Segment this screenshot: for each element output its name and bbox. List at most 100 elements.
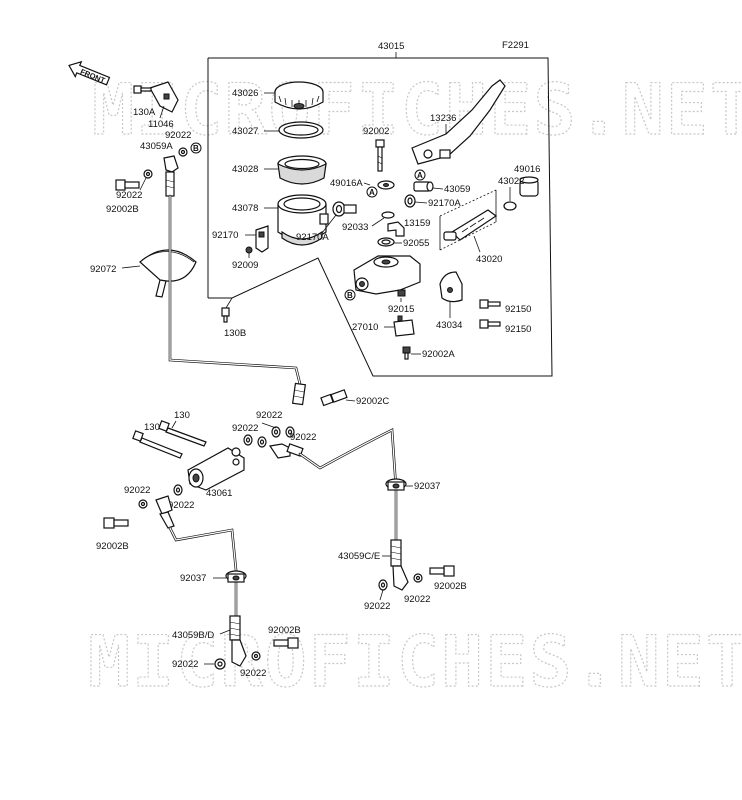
boot-49016 bbox=[519, 176, 539, 197]
hose-fitting-43059A bbox=[163, 155, 179, 197]
label-92022-h: 92022 bbox=[364, 601, 390, 612]
label-27010: 27010 bbox=[352, 322, 378, 333]
label-130-b: 130 bbox=[144, 422, 160, 433]
bolt-92002C bbox=[320, 389, 348, 407]
label-49016: 49016 bbox=[514, 164, 540, 175]
marker-b-body: B bbox=[344, 289, 356, 301]
reservoir bbox=[277, 194, 329, 246]
bolt-92150-lower bbox=[479, 319, 501, 329]
label-92022-k: 92022 bbox=[240, 668, 266, 679]
washer-92022-mid-2 bbox=[285, 426, 295, 438]
washer-92022-bottom-1 bbox=[214, 658, 226, 670]
bracket-screw bbox=[245, 246, 253, 258]
marker-b-top: B bbox=[190, 142, 202, 154]
label-92002B-c: 92002B bbox=[434, 581, 467, 592]
figure-code: F2291 bbox=[502, 40, 529, 51]
label-43027: 43027 bbox=[232, 126, 258, 137]
clamp-43034 bbox=[439, 271, 463, 303]
upper-brake-hose bbox=[168, 194, 302, 386]
junction-43061 bbox=[187, 447, 245, 491]
label-92022-b: 92022 bbox=[116, 190, 142, 201]
switch-27010 bbox=[393, 315, 415, 337]
label-92022-c: 92022 bbox=[256, 410, 282, 421]
bolt-130-upper bbox=[158, 420, 207, 447]
washer-92022-right-2 bbox=[413, 573, 423, 583]
label-92170A-2: 92170A bbox=[296, 232, 329, 243]
bolt-92002B-left bbox=[103, 517, 129, 529]
label-43059BD: 43059B/D bbox=[172, 630, 214, 641]
diaphragm-plate bbox=[278, 121, 324, 139]
bolt-92150-upper bbox=[479, 299, 501, 309]
hose-fitting-upper bbox=[291, 382, 307, 406]
svg-text:A: A bbox=[369, 188, 375, 197]
bolt-92002B-top bbox=[115, 179, 140, 191]
bolt-92002B-right bbox=[429, 565, 455, 577]
assembly-label: 43015 bbox=[378, 41, 404, 52]
label-92002A: 92002A bbox=[422, 349, 455, 360]
label-92150-2: 92150 bbox=[505, 324, 531, 335]
label-43022: 43022 bbox=[498, 176, 524, 187]
bracket-11046 bbox=[149, 81, 179, 113]
label-49016A: 49016A bbox=[330, 178, 363, 189]
diaphragm bbox=[277, 155, 327, 185]
label-92002: 92002 bbox=[363, 126, 389, 137]
label-43020: 43020 bbox=[476, 254, 502, 265]
label-43026: 43026 bbox=[232, 88, 258, 99]
hose-fitting-43059BD bbox=[229, 615, 247, 667]
bleeder-92015 bbox=[397, 289, 406, 297]
label-92037-a: 92037 bbox=[180, 573, 206, 584]
washer-92022-left-top bbox=[143, 169, 153, 179]
label-92002C: 92002C bbox=[356, 396, 389, 407]
label-13236: 13236 bbox=[430, 113, 456, 124]
hose-fitting-43059CE bbox=[390, 539, 409, 591]
label-92022-g: 92022 bbox=[168, 500, 194, 511]
bolt-92002 bbox=[375, 139, 385, 172]
label-43028: 43028 bbox=[232, 164, 258, 175]
right-brake-hose bbox=[298, 427, 398, 542]
reservoir-bracket bbox=[255, 225, 269, 253]
bolt-92002B-bottom bbox=[273, 637, 299, 649]
washer-92022-mid-4 bbox=[257, 436, 267, 448]
label-43078: 43078 bbox=[232, 203, 258, 214]
label-11046: 11046 bbox=[148, 119, 174, 130]
label-13159: 13159 bbox=[404, 218, 430, 229]
label-92022-f: 92022 bbox=[124, 485, 150, 496]
label-92170A-1: 92170A bbox=[428, 198, 461, 209]
washer-92022-top bbox=[178, 147, 188, 157]
clip-92033 bbox=[381, 211, 395, 219]
washer-92022-left-1 bbox=[138, 499, 148, 509]
reservoir-cap bbox=[274, 81, 324, 110]
label-92072: 92072 bbox=[90, 264, 116, 275]
watermark-top: MICROFICHES.NET bbox=[92, 69, 742, 151]
marker-a-left: A bbox=[366, 186, 378, 198]
marker-a-right: A bbox=[414, 169, 426, 181]
clutch-lever bbox=[411, 79, 506, 165]
clamp-92037-left bbox=[225, 570, 247, 583]
washer-92022-left-2 bbox=[173, 484, 183, 496]
label-92150-1: 92150 bbox=[505, 304, 531, 315]
label-43034: 43034 bbox=[436, 320, 462, 331]
label-92022-j: 92022 bbox=[172, 659, 198, 670]
label-92015: 92015 bbox=[388, 304, 414, 315]
oring-92055 bbox=[377, 237, 395, 247]
label-92022-e: 92022 bbox=[232, 423, 258, 434]
label-92002B-a: 92002B bbox=[106, 204, 139, 215]
dust-boot-49016A bbox=[377, 180, 395, 190]
label-92002B-b: 92002B bbox=[96, 541, 129, 552]
clamp-92037-right bbox=[385, 478, 407, 491]
piston-kit-43020 bbox=[439, 189, 498, 251]
label-130-a: 130 bbox=[174, 410, 190, 421]
label-92037-b: 92037 bbox=[414, 481, 440, 492]
label-92055: 92055 bbox=[403, 238, 429, 249]
label-43059CE: 43059C/E bbox=[338, 551, 380, 562]
label-92022-i: 92022 bbox=[404, 594, 430, 605]
label-92170: 92170 bbox=[212, 230, 238, 241]
label-43061: 43061 bbox=[206, 488, 232, 499]
svg-text:B: B bbox=[347, 291, 353, 300]
label-130A: 130A bbox=[133, 107, 156, 118]
label-43059A: 43059A bbox=[140, 141, 173, 152]
label-92022-a: 92022 bbox=[165, 130, 191, 141]
cable-tie-92072 bbox=[139, 249, 197, 298]
oring-92170A-left bbox=[332, 201, 357, 217]
